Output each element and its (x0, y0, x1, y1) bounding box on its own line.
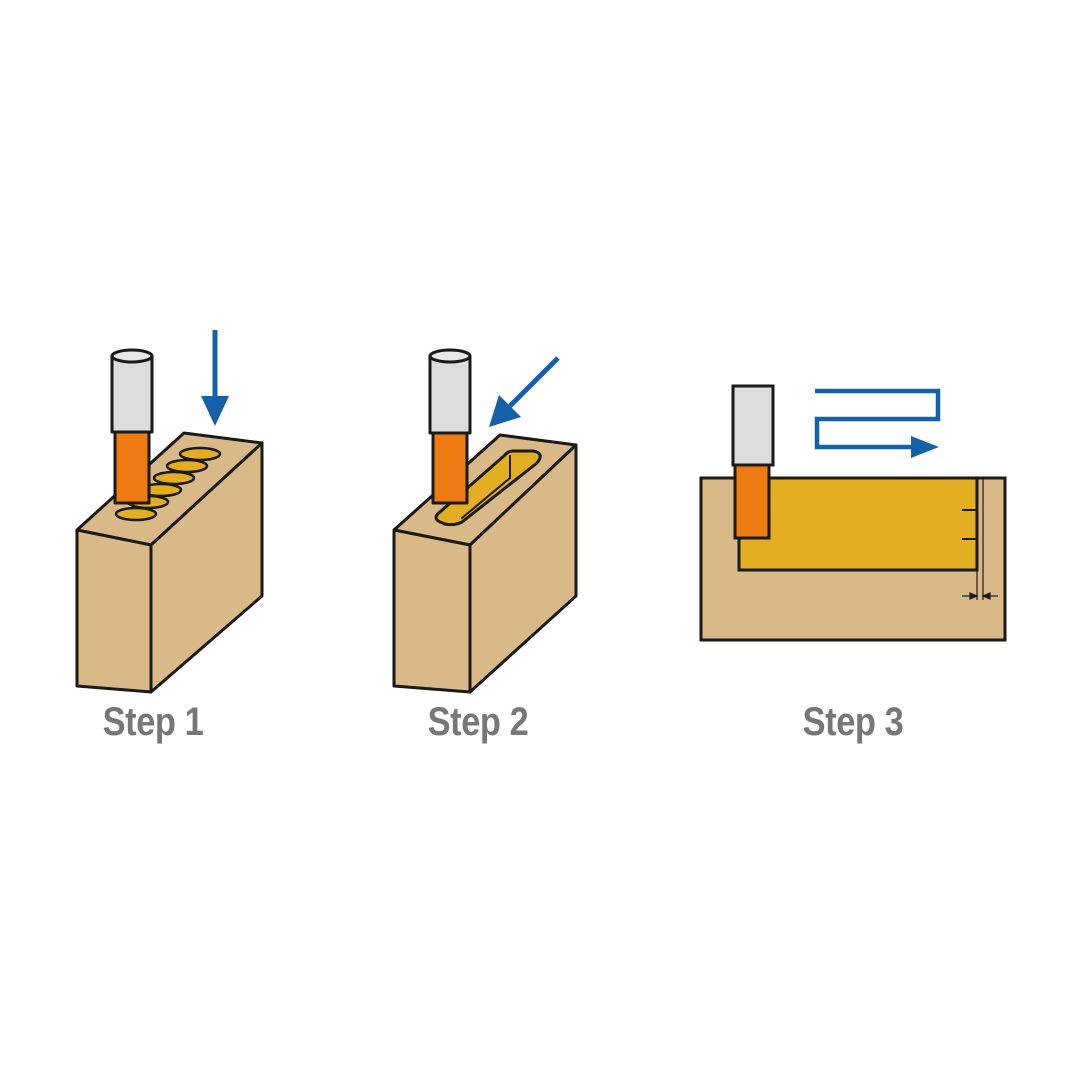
step-1-bit-shank (110, 354, 154, 434)
step-1-bit-shank-top (110, 348, 154, 364)
step-1-arrow (201, 330, 229, 426)
step-3-arrow-head (911, 436, 939, 458)
step-2-illustration (392, 348, 578, 694)
step-3-illustration (699, 384, 1007, 642)
step-2-block-front (392, 528, 472, 694)
step-1-label: Step 1 (102, 700, 204, 744)
step-2-bit-cutter (431, 426, 469, 505)
step-3-offset-dimension (962, 592, 998, 600)
step-2-bit-shank (428, 354, 472, 435)
step-1-bit-cutter (113, 425, 151, 505)
step-1-hole (152, 470, 196, 486)
step-2-slot (434, 449, 542, 527)
step-2-bit-shank-top (428, 348, 472, 364)
step-3-arrow-path (814, 388, 941, 450)
step-1-block-front (75, 528, 153, 694)
step-1-hole (165, 458, 209, 474)
step-1-hole (178, 446, 222, 462)
step-2-arrow (489, 356, 560, 427)
step-3-bit-shank (731, 384, 775, 467)
step-2-block-side (468, 443, 578, 694)
step-3-arrow (814, 388, 941, 458)
step-1-block-side (149, 441, 264, 694)
step-1-hole (114, 506, 158, 522)
step-1-illustration (75, 348, 264, 694)
step-1-arrow-head (201, 396, 229, 426)
step-2-label: Step 2 (427, 700, 529, 744)
step-3-bit-cutter (733, 463, 771, 540)
step-2-arrow-head (489, 395, 521, 427)
step-3-label: Step 3 (802, 700, 904, 744)
step-3-pocket (737, 476, 979, 572)
step-2-slot-wall (461, 455, 511, 519)
